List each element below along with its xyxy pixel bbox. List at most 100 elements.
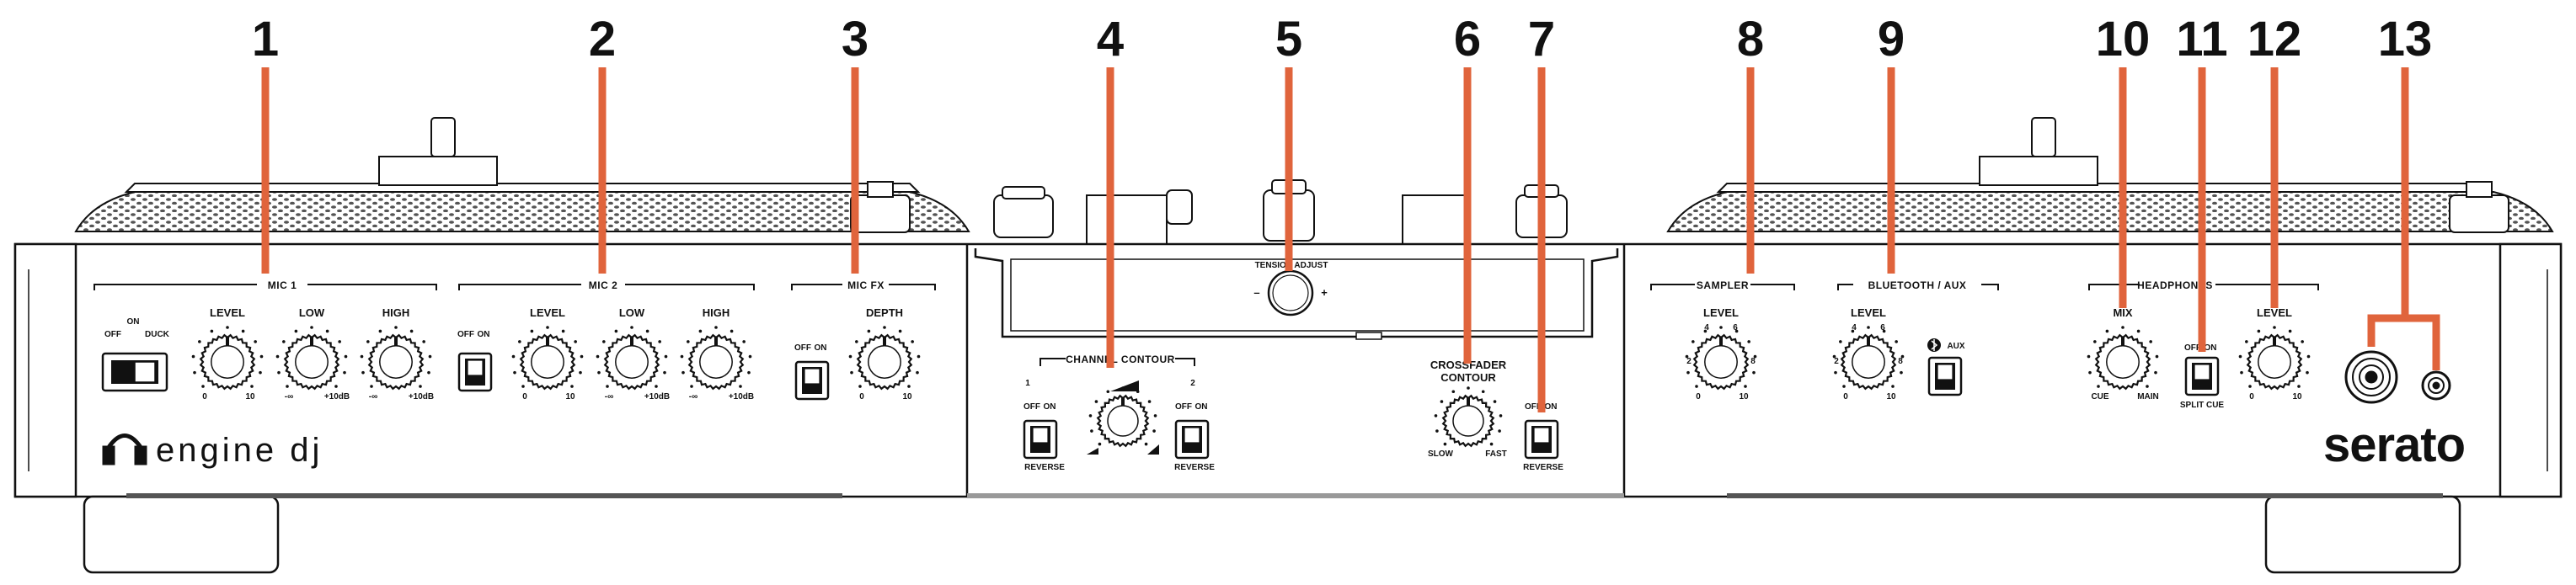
mic2-high-min: -∞ — [689, 392, 697, 402]
micfx-section-header — [791, 284, 936, 290]
mic1-high-label: HIGH — [382, 306, 410, 319]
tension-plus-label: + — [1321, 286, 1328, 299]
micfx-depth-max: 10 — [902, 392, 912, 402]
headphones-logo-icon — [102, 433, 147, 465]
callout-number-4: 4 — [1097, 12, 1124, 66]
sampler-tick-6: 6 — [1733, 323, 1738, 332]
headphone-level-knob[interactable] — [2238, 326, 2311, 391]
channel-contour-knob[interactable] — [1088, 386, 1157, 448]
quarter-inch-headphone-jack[interactable] — [2344, 350, 2398, 404]
channel-contour-deck2-label: 2 — [1190, 379, 1195, 388]
bt-min: 0 — [1843, 392, 1848, 402]
mic1-section-header — [94, 284, 437, 290]
bt-tick-2: 2 — [1834, 357, 1839, 366]
mic1-switch-off-label: OFF — [104, 330, 121, 339]
bt-tick-8: 8 — [1898, 357, 1903, 366]
channel-contour-deck2-reverse-switch[interactable]: OFF ON REVERSE — [1174, 402, 1215, 472]
mixer-top-knobs — [993, 179, 1568, 247]
mic2-switch-on-label: ON — [478, 330, 490, 339]
mic2-high-knob[interactable] — [680, 326, 752, 391]
callout-number-13: 13 — [2378, 12, 2433, 66]
xf-off-label: OFF — [1525, 402, 1542, 412]
callout-number-8: 8 — [1737, 12, 1764, 66]
eighth-inch-headphone-jack[interactable] — [2421, 370, 2451, 401]
callout-number-7: 7 — [1528, 12, 1555, 66]
callout-number-11: 11 — [2176, 12, 2227, 66]
mic2-high-max: +10dB — [729, 392, 754, 402]
mic2-low-label: LOW — [619, 306, 645, 319]
sampler-tick-8: 8 — [1750, 357, 1756, 366]
mic1-on-off-duck-switch[interactable]: ON OFF DUCK — [101, 317, 170, 392]
callout-number-12: 12 — [2247, 12, 2302, 66]
bt-tick-4: 4 — [1852, 323, 1857, 332]
mic2-on-off-switch[interactable]: OFF ON — [457, 330, 493, 392]
mic2-section-label: MIC 2 — [589, 279, 618, 291]
bluetooth-icon — [1927, 338, 1941, 352]
bluetooth-aux-switch[interactable]: AUX — [1927, 338, 1965, 396]
left-jog-deck — [74, 117, 970, 233]
mic2-section-header — [458, 284, 755, 290]
cc1-reverse-label: REVERSE — [1024, 463, 1065, 472]
split-cue-switch[interactable]: OFF ON SPLIT CUE — [2180, 343, 2225, 410]
callout-number-3: 3 — [842, 12, 868, 66]
mic1-level-knob[interactable] — [191, 326, 264, 391]
mic2-switch-off-label: OFF — [457, 330, 474, 339]
cc2-reverse-label: REVERSE — [1174, 463, 1215, 472]
bt-tick-6: 6 — [1880, 323, 1885, 332]
headphone-mix-knob[interactable] — [2087, 326, 2159, 391]
tension-adjust-knob[interactable] — [1267, 269, 1314, 316]
mic1-low-label: LOW — [299, 306, 325, 319]
mic2-low-knob[interactable] — [596, 326, 668, 391]
crossfader-reverse-switch[interactable]: OFF ON REVERSE — [1523, 402, 1563, 472]
sampler-section-header — [1650, 284, 1795, 290]
split-cue-label: SPLIT CUE — [2180, 401, 2225, 410]
micfx-switch-on-label: ON — [815, 343, 827, 353]
cc2-on-label: ON — [1195, 402, 1208, 412]
mic2-low-max: +10dB — [644, 392, 670, 402]
sampler-max: 10 — [1739, 392, 1749, 402]
bt-max: 10 — [1886, 392, 1896, 402]
bluetooth-section-header — [1837, 284, 1999, 290]
xf-reverse-label: REVERSE — [1523, 463, 1563, 472]
mic1-high-max: +10dB — [409, 392, 434, 402]
front-panel-feet — [126, 493, 2443, 498]
right-jog-deck — [1666, 117, 2554, 233]
serato-logo: serato — [2323, 417, 2465, 472]
micfx-depth-min: 0 — [859, 392, 864, 402]
mic1-level-min: 0 — [202, 392, 207, 402]
xf-on-label: ON — [1545, 402, 1558, 412]
micfx-section-label: MIC FX — [847, 279, 884, 291]
callout-lines — [261, 67, 2440, 412]
callout-number-10: 10 — [2096, 12, 2151, 66]
mic1-low-knob[interactable] — [275, 326, 348, 391]
channel-contour-deck1-reverse-switch[interactable]: OFF ON REVERSE — [1023, 402, 1065, 472]
crossfader-contour-knob[interactable] — [1434, 386, 1503, 448]
callout-number-2: 2 — [589, 12, 616, 66]
mic2-low-min: -∞ — [605, 392, 613, 402]
sampler-min: 0 — [1696, 392, 1701, 402]
mix-main-label: MAIN — [2137, 392, 2159, 402]
mix-cue-label: CUE — [2091, 392, 2108, 402]
mic1-level-max: 10 — [245, 392, 255, 402]
sampler-level-knob[interactable] — [1685, 326, 1757, 391]
crossfader-label: CROSSFADER — [1430, 359, 1507, 371]
mic1-high-knob[interactable] — [360, 326, 432, 391]
mic1-low-max: +10dB — [324, 392, 350, 402]
mic2-level-label: LEVEL — [530, 306, 565, 319]
micfx-on-off-switch[interactable]: OFF ON — [794, 343, 830, 401]
bluetooth-level-knob[interactable] — [1832, 326, 1905, 391]
mic2-level-max: 10 — [565, 392, 575, 402]
bluetooth-level-label: LEVEL — [1851, 306, 1886, 319]
channel-contour-section-label: CHANNEL CONTOUR — [1066, 354, 1175, 365]
callout-number-5: 5 — [1275, 12, 1302, 66]
headphones-section-label: HEADPHONES — [2137, 279, 2213, 291]
micfx-depth-knob[interactable] — [848, 326, 921, 391]
aux-label: AUX — [1947, 342, 1964, 351]
mic2-level-knob[interactable] — [511, 326, 584, 391]
sampler-level-label: LEVEL — [1703, 306, 1739, 319]
cc1-off-label: OFF — [1023, 402, 1040, 412]
tension-minus-label: – — [1253, 286, 1259, 299]
mic1-high-min: -∞ — [369, 392, 377, 402]
hp-level-label: LEVEL — [2257, 306, 2292, 319]
